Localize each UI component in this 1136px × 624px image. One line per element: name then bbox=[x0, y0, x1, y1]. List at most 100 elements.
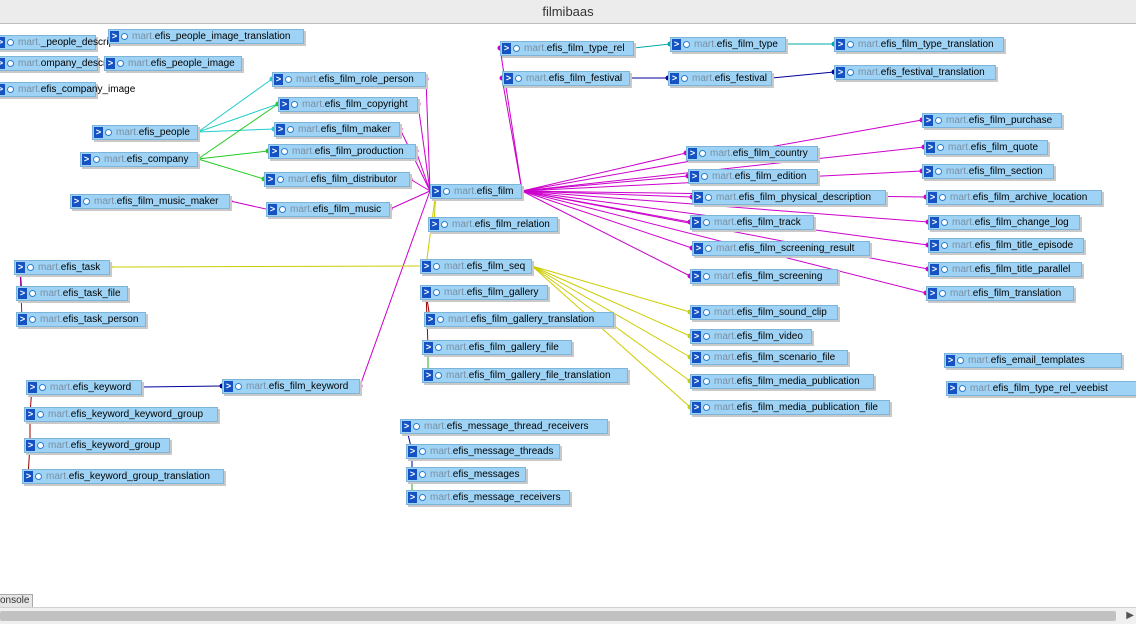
expand-arrow-icon[interactable]: > bbox=[692, 331, 701, 342]
table-film-gallery[interactable]: >mart.efis_film_gallery bbox=[420, 285, 548, 300]
table-film-edition[interactable]: >mart.efis_film_edition bbox=[688, 169, 818, 184]
table-task[interactable]: >mart.efis_task bbox=[14, 260, 110, 275]
expand-arrow-icon[interactable]: > bbox=[106, 58, 115, 69]
table-film-video[interactable]: >mart.efis_film_video bbox=[690, 329, 812, 344]
table-film-type-rel-veebist[interactable]: >mart.efis_film_type_rel_veebist bbox=[946, 381, 1136, 396]
table-film-distributor[interactable]: >mart.efis_film_distributor bbox=[264, 172, 410, 187]
expand-arrow-icon[interactable]: > bbox=[694, 192, 703, 203]
table-film-country[interactable]: >mart.efis_film_country bbox=[686, 146, 818, 161]
table-film-gallery-file-translation[interactable]: >mart.efis_film_gallery_file_translation bbox=[422, 368, 628, 383]
expand-arrow-icon[interactable]: > bbox=[224, 381, 233, 392]
expand-arrow-icon[interactable]: > bbox=[502, 43, 511, 54]
table-task-file[interactable]: >mart.efis_task_file bbox=[16, 286, 128, 301]
expand-arrow-icon[interactable]: > bbox=[402, 421, 411, 432]
expand-arrow-icon[interactable]: > bbox=[924, 166, 933, 177]
expand-arrow-icon[interactable]: > bbox=[408, 446, 417, 457]
expand-arrow-icon[interactable]: > bbox=[692, 217, 701, 228]
table-film-media-publication[interactable]: >mart.efis_film_media_publication bbox=[690, 374, 874, 389]
expand-arrow-icon[interactable]: > bbox=[26, 409, 35, 420]
table-film-sound-clip[interactable]: >mart.efis_film_sound_clip bbox=[690, 305, 838, 320]
expand-arrow-icon[interactable]: > bbox=[430, 219, 439, 230]
table-people-description[interactable]: >mart._people_description bbox=[0, 35, 130, 50]
table-film-role-person[interactable]: >mart.efis_film_role_person bbox=[272, 72, 426, 87]
diagram-canvas[interactable]: >mart._people_description >mart.ompany_de… bbox=[0, 25, 1136, 607]
expand-arrow-icon[interactable]: > bbox=[432, 186, 441, 197]
table-keyword-keyword-group[interactable]: >mart.efis_keyword_keyword_group bbox=[24, 407, 218, 422]
table-people-image[interactable]: >mart.efis_people_image bbox=[104, 56, 242, 71]
expand-arrow-icon[interactable]: > bbox=[836, 67, 845, 78]
expand-arrow-icon[interactable]: > bbox=[426, 314, 435, 325]
expand-arrow-icon[interactable]: > bbox=[274, 74, 283, 85]
expand-arrow-icon[interactable]: > bbox=[422, 287, 431, 298]
table-film-keyword[interactable]: >mart.efis_film_keyword bbox=[222, 379, 360, 394]
expand-arrow-icon[interactable]: > bbox=[690, 171, 699, 182]
table-message-threads[interactable]: >mart.efis_message_threads bbox=[406, 444, 560, 459]
table-film-screening-result[interactable]: >mart.efis_film_screening_result bbox=[692, 241, 870, 256]
expand-arrow-icon[interactable]: > bbox=[0, 58, 5, 69]
expand-arrow-icon[interactable]: > bbox=[692, 271, 701, 282]
table-film-gallery-file[interactable]: >mart.efis_film_gallery_file bbox=[422, 340, 572, 355]
expand-arrow-icon[interactable]: > bbox=[0, 84, 5, 95]
table-film-change-log[interactable]: >mart.efis_film_change_log bbox=[928, 215, 1080, 230]
expand-arrow-icon[interactable]: > bbox=[72, 196, 81, 207]
expand-arrow-icon[interactable]: > bbox=[82, 154, 91, 165]
expand-arrow-icon[interactable]: > bbox=[692, 402, 701, 413]
table-film-seq[interactable]: >mart.efis_film_seq bbox=[420, 259, 532, 274]
expand-arrow-icon[interactable]: > bbox=[930, 217, 939, 228]
expand-arrow-icon[interactable]: > bbox=[110, 31, 119, 42]
table-film-copyright[interactable]: >mart.efis_film_copyright bbox=[278, 97, 418, 112]
table-festival-translation[interactable]: >mart.efis_festival_translation bbox=[834, 65, 996, 80]
expand-arrow-icon[interactable]: > bbox=[946, 355, 955, 366]
expand-arrow-icon[interactable]: > bbox=[18, 314, 27, 325]
table-company-description[interactable]: >mart.ompany_description bbox=[0, 56, 130, 71]
table-film-maker[interactable]: >mart.efis_film_maker bbox=[274, 122, 400, 137]
table-film-track[interactable]: >mart.efis_film_track bbox=[690, 215, 814, 230]
expand-arrow-icon[interactable]: > bbox=[422, 261, 431, 272]
expand-arrow-icon[interactable]: > bbox=[408, 469, 417, 480]
expand-arrow-icon[interactable]: > bbox=[408, 492, 417, 503]
expand-arrow-icon[interactable]: > bbox=[670, 73, 679, 84]
expand-arrow-icon[interactable]: > bbox=[270, 146, 279, 157]
table-festival[interactable]: >mart.efis_festival bbox=[668, 71, 772, 86]
expand-arrow-icon[interactable]: > bbox=[26, 440, 35, 451]
expand-arrow-icon[interactable]: > bbox=[672, 39, 681, 50]
expand-arrow-icon[interactable]: > bbox=[24, 471, 33, 482]
table-task-person[interactable]: >mart.efis_task_person bbox=[16, 312, 146, 327]
expand-arrow-icon[interactable]: > bbox=[930, 264, 939, 275]
expand-arrow-icon[interactable]: > bbox=[948, 383, 957, 394]
expand-arrow-icon[interactable]: > bbox=[18, 288, 27, 299]
table-film[interactable]: >mart.efis_film bbox=[430, 184, 522, 199]
table-film-physical-description[interactable]: >mart.efis_film_physical_description bbox=[692, 190, 886, 205]
expand-arrow-icon[interactable]: > bbox=[0, 37, 5, 48]
expand-arrow-icon[interactable]: > bbox=[94, 127, 103, 138]
table-people-image-translation[interactable]: >mart.efis_people_image_translation bbox=[108, 29, 304, 44]
table-film-type-rel[interactable]: >mart.efis_film_type_rel bbox=[500, 41, 634, 56]
expand-arrow-icon[interactable]: > bbox=[16, 262, 25, 273]
expand-arrow-icon[interactable]: > bbox=[928, 192, 937, 203]
table-film-screening[interactable]: >mart.efis_film_screening bbox=[690, 269, 838, 284]
expand-arrow-icon[interactable]: > bbox=[28, 382, 37, 393]
table-email-templates[interactable]: >mart.efis_email_templates bbox=[944, 353, 1122, 368]
table-film-translation[interactable]: >mart.efis_film_translation bbox=[926, 286, 1074, 301]
table-film-quote[interactable]: >mart.efis_film_quote bbox=[924, 140, 1048, 155]
expand-arrow-icon[interactable]: > bbox=[694, 243, 703, 254]
table-film-gallery-translation[interactable]: >mart.efis_film_gallery_translation bbox=[424, 312, 614, 327]
table-film-type[interactable]: >mart.efis_film_type bbox=[670, 37, 786, 52]
expand-arrow-icon[interactable]: > bbox=[280, 99, 289, 110]
table-film-section[interactable]: >mart.efis_film_section bbox=[922, 164, 1054, 179]
table-film-archive-location[interactable]: >mart.efis_film_archive_location bbox=[926, 190, 1102, 205]
expand-arrow-icon[interactable]: > bbox=[692, 352, 701, 363]
scroll-right-arrow-icon[interactable]: ▶ bbox=[1126, 610, 1134, 621]
table-messages[interactable]: >mart.efis_messages bbox=[406, 467, 526, 482]
expand-arrow-icon[interactable]: > bbox=[266, 174, 275, 185]
expand-arrow-icon[interactable]: > bbox=[930, 240, 939, 251]
expand-arrow-icon[interactable]: > bbox=[926, 142, 935, 153]
table-film-media-publication-file[interactable]: >mart.efis_film_media_publication_file bbox=[690, 400, 890, 415]
table-message-receivers[interactable]: >mart.efis_message_receivers bbox=[406, 490, 570, 505]
table-film-title-parallel[interactable]: >mart.efis_film_title_parallel bbox=[928, 262, 1082, 277]
expand-arrow-icon[interactable]: > bbox=[276, 124, 285, 135]
table-people[interactable]: >mart.efis_people bbox=[92, 125, 198, 140]
table-message-thread-receivers[interactable]: >mart.efis_message_thread_receivers bbox=[400, 419, 608, 434]
table-keyword[interactable]: >mart.efis_keyword bbox=[26, 380, 142, 395]
table-keyword-group[interactable]: >mart.efis_keyword_group bbox=[24, 438, 170, 453]
